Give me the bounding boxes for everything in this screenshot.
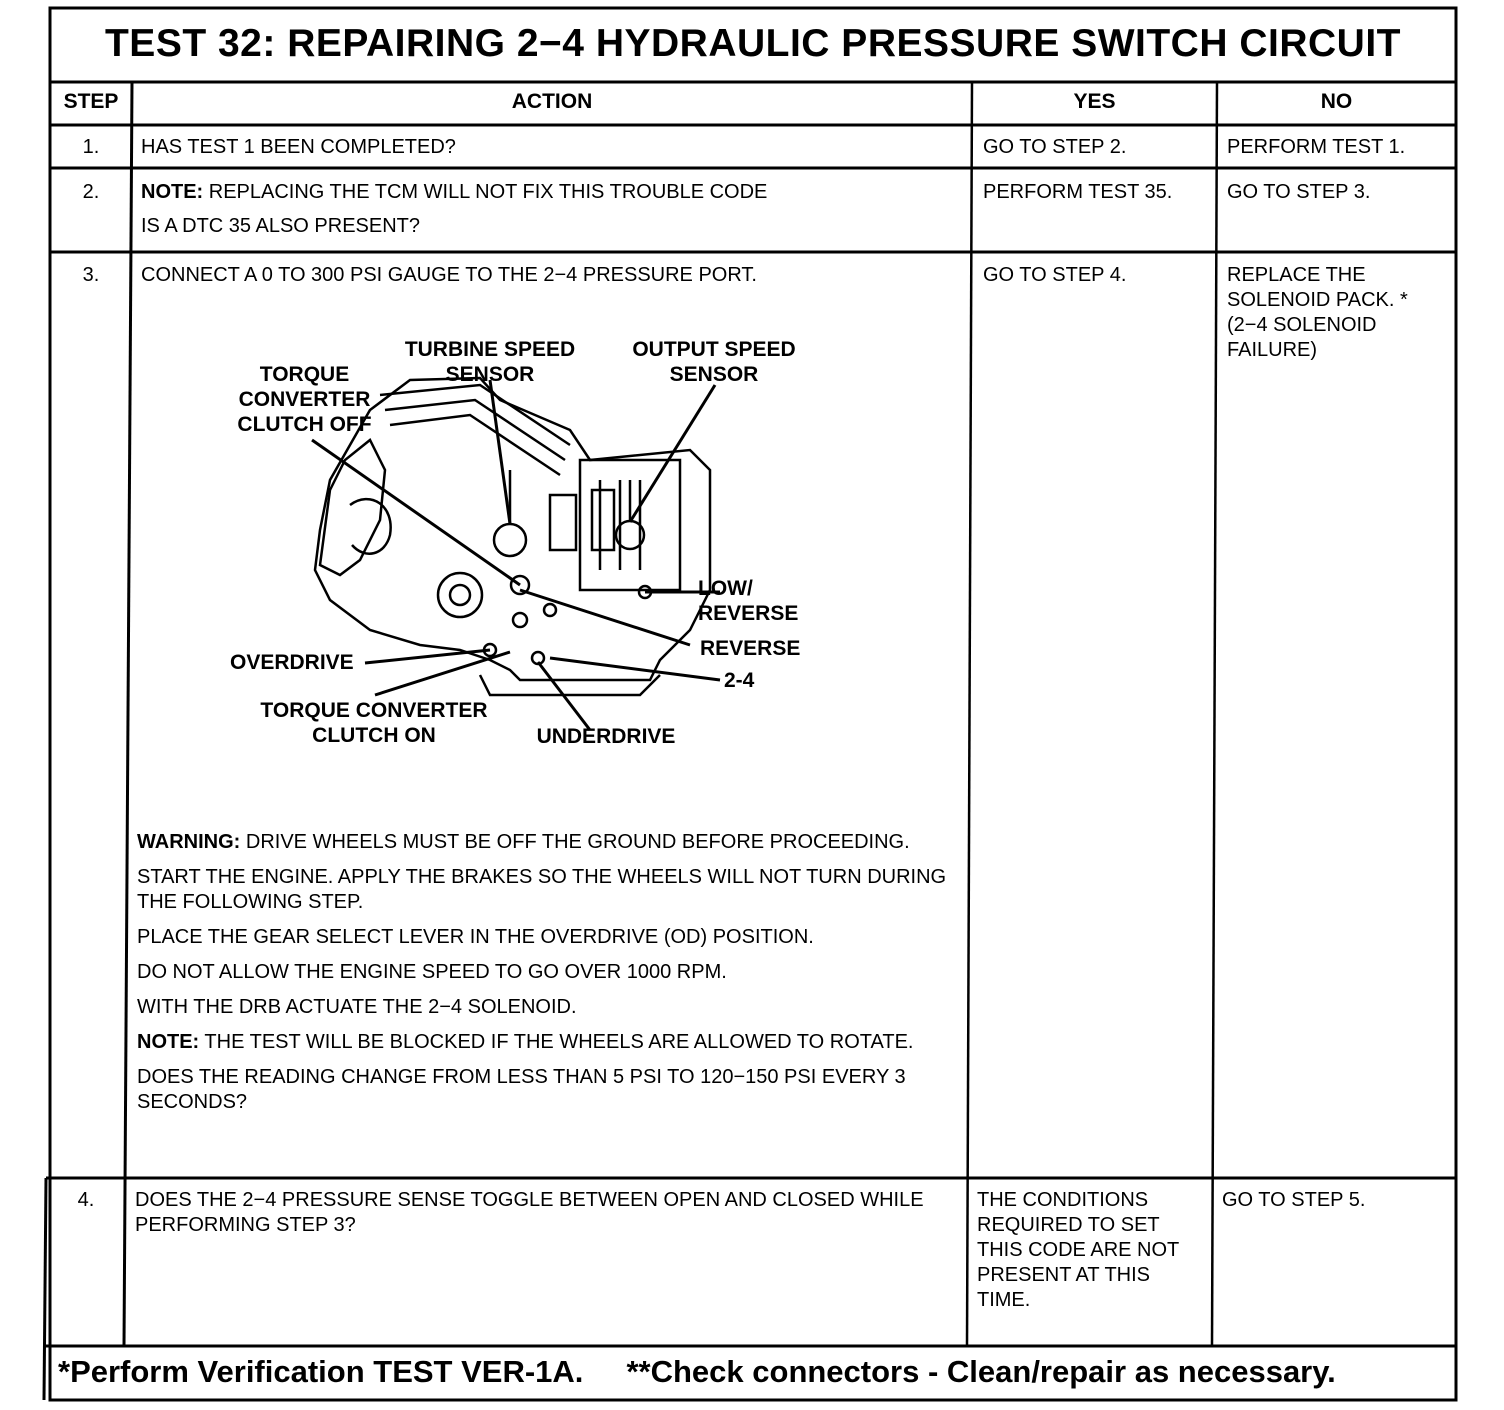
page-title: TEST 32: REPAIRING 2−4 HYDRAULIC PRESSUR… <box>104 22 1401 65</box>
row3-yes: GO TO STEP 4. <box>983 264 1127 286</box>
row1-no: PERFORM TEST 1. <box>1227 136 1406 158</box>
label-2-4: 2-4 <box>724 669 755 692</box>
row2-note-text: REPLACING THE TCM WILL NOT FIX THIS TROU… <box>203 181 768 203</box>
transmission-diagram <box>311 376 721 731</box>
label-reverse: REVERSE <box>700 637 801 660</box>
label-output-speed-sensor: OUTPUT SPEED SENSOR <box>632 338 796 386</box>
warning-label: WARNING: <box>137 831 241 853</box>
leader-lines <box>311 379 721 731</box>
row2-step: 2. <box>82 181 100 203</box>
row4-no: GO TO STEP 5. <box>1222 1189 1366 1211</box>
row4-step: 4. <box>77 1189 95 1211</box>
header-action: ACTION <box>511 90 593 113</box>
header-step: STEP <box>63 90 119 113</box>
row2-yes: PERFORM TEST 35. <box>983 181 1173 203</box>
row2-note-label: NOTE: <box>141 181 204 203</box>
row2-action: IS A DTC 35 ALSO PRESENT? <box>141 215 421 237</box>
row1-step: 1. <box>82 136 100 158</box>
instruction-reading-question: DOES THE READING CHANGE FROM LESS THAN 5… <box>137 1066 906 1113</box>
row4-yes: THE CONDITIONS REQUIRED TO SET THIS CODE… <box>977 1189 1179 1311</box>
note-paragraph: NOTE: THE TEST WILL BE BLOCKED IF THE WH… <box>137 1030 957 1055</box>
row1-yes: GO TO STEP 2. <box>983 136 1127 158</box>
header-yes: YES <box>1073 90 1116 113</box>
instruction-gear-select: PLACE THE GEAR SELECT LEVER IN THE OVERD… <box>137 926 814 948</box>
instruction-drb-actuate: WITH THE DRB ACTUATE THE 2−4 SOLENOID. <box>137 996 577 1018</box>
row3-no: REPLACE THE SOLENOID PACK. * (2−4 SOLENO… <box>1227 264 1408 361</box>
instruction-engine-speed: DO NOT ALLOW THE ENGINE SPEED TO GO OVER… <box>137 961 727 983</box>
header-no: NO <box>1320 90 1353 113</box>
footer-note: *Perform Verification TEST VER-1A. **Che… <box>58 1354 1336 1389</box>
row3-step: 3. <box>82 264 100 286</box>
label-tcc-on: TORQUE CONVERTER CLUTCH ON <box>260 699 488 747</box>
row4-action: DOES THE 2−4 PRESSURE SENSE TOGGLE BETWE… <box>135 1189 924 1236</box>
label-tcc-off: TORQUE CONVERTER CLUTCH OFF <box>237 363 372 436</box>
row2-no: GO TO STEP 3. <box>1227 181 1371 203</box>
row1-action: HAS TEST 1 BEEN COMPLETED? <box>141 136 456 158</box>
label-low-reverse: LOW/ REVERSE <box>698 577 799 625</box>
label-underdrive: UNDERDRIVE <box>536 725 676 748</box>
label-turbine-speed-sensor: TURBINE SPEED SENSOR <box>404 338 576 386</box>
row3-instructions: WARNING: DRIVE WHEELS MUST BE OFF THE GR… <box>137 830 957 1125</box>
warning-text: DRIVE WHEELS MUST BE OFF THE GROUND BEFO… <box>240 831 910 853</box>
instruction-start-engine: START THE ENGINE. APPLY THE BRAKES SO TH… <box>137 866 947 913</box>
row3-action: CONNECT A 0 TO 300 PSI GAUGE TO THE 2−4 … <box>141 264 757 286</box>
note-label: NOTE: <box>137 1031 200 1053</box>
note-text: THE TEST WILL BE BLOCKED IF THE WHEELS A… <box>199 1031 914 1053</box>
row2-note: NOTE: REPLACING THE TCM WILL NOT FIX THI… <box>141 180 961 205</box>
label-overdrive: OVERDRIVE <box>230 651 354 674</box>
warning-paragraph: WARNING: DRIVE WHEELS MUST BE OFF THE GR… <box>137 830 957 855</box>
